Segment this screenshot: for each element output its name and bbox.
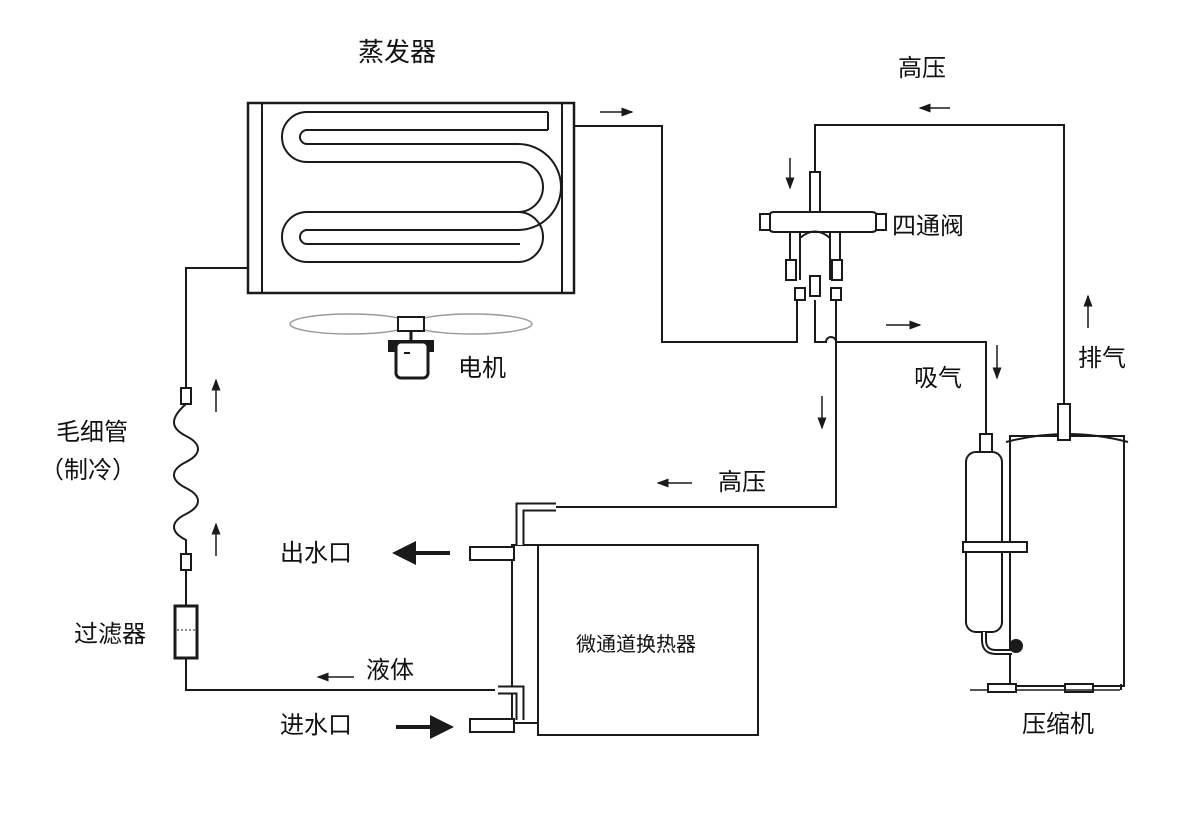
micro-channel-heat-exchanger [469,502,759,736]
liquid-label: 液体 [366,656,414,684]
water-outlet-label: 出水口 [280,539,352,567]
four-way-valve-label: 四通阀 [892,212,964,240]
capillary-note-label: （制冷） [40,456,136,484]
flow-arrows [211,103,1093,682]
accumulator [962,433,1028,655]
capillary-label: 毛细管 [56,418,128,446]
evaporator-coil [246,101,576,295]
refrigerant-piping [185,124,1065,691]
evaporator-label: 蒸发器 [358,38,437,68]
filter-label: 过滤器 [74,620,146,648]
high-pressure-top-label: 高压 [898,54,946,82]
exhaust-label: 排气 [1078,344,1126,372]
water-flow-arrows [392,541,454,739]
motor-label: 电机 [458,354,506,382]
filter-drier [173,604,199,660]
fan-blades [289,313,533,342]
water-inlet-label: 进水口 [280,711,352,739]
high-pressure-mid-label: 高压 [718,468,766,496]
compressor [970,403,1129,693]
suction-label: 吸气 [914,364,962,392]
micro-channel-hx-label: 微通道换热器 [576,632,696,656]
four-way-valve [759,171,887,301]
compressor-label: 压缩机 [1022,710,1094,738]
capillary-tube [173,387,199,606]
motor-body [388,340,434,380]
